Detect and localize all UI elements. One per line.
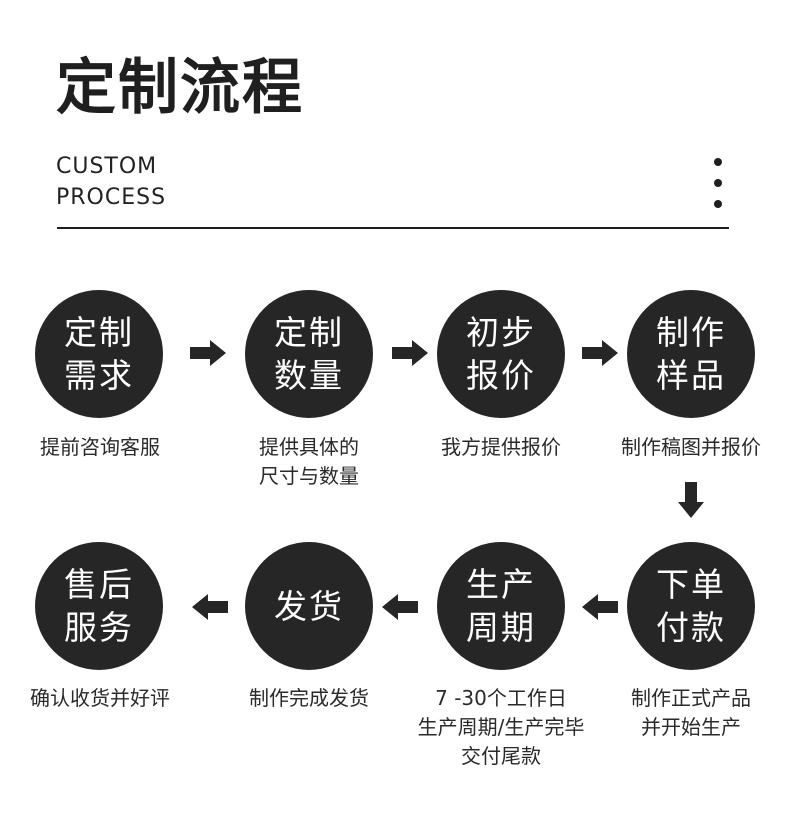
- step-circle-initial-quote: 初步 报价: [437, 290, 565, 418]
- step-circle-production-cycle: 生产 周期: [437, 542, 565, 670]
- step-label-line2: 报价: [466, 356, 536, 395]
- step-label-line2: 周期: [466, 608, 536, 647]
- step-description-custom-demand: 提前咨询客服: [0, 433, 200, 462]
- step-circle-shipping: 发货: [245, 542, 373, 670]
- step-label-line2: 数量: [274, 356, 344, 395]
- right-arrow-icon: [392, 340, 428, 366]
- step-label-line2: 服务: [64, 608, 134, 647]
- left-arrow-icon: [382, 594, 418, 620]
- step-description-initial-quote: 我方提供报价: [401, 433, 601, 462]
- step-circle-make-sample: 制作 样品: [627, 290, 755, 418]
- right-arrow-icon: [582, 340, 618, 366]
- step-label-line1: 下单: [656, 565, 726, 604]
- vertical-dots-icon: [714, 158, 726, 221]
- step-label-line1: 售后: [64, 565, 134, 604]
- step-circle-custom-quantity: 定制 数量: [245, 290, 373, 418]
- description-line: 并开始生产: [641, 715, 741, 739]
- description-line: 制作稿图并报价: [621, 435, 761, 459]
- page-title: 定制流程: [56, 53, 304, 123]
- step-label-line2: 样品: [656, 356, 726, 395]
- step-description-production-cycle: 7 -30个工作日 生产周期/生产完毕 交付尾款: [401, 684, 601, 771]
- down-arrow-icon: [678, 482, 704, 518]
- description-line: 制作完成发货: [249, 686, 369, 710]
- description-line: 提供具体的: [259, 435, 359, 459]
- step-circle-custom-demand: 定制 需求: [35, 290, 163, 418]
- step-label-line1: 定制: [274, 313, 344, 352]
- step-label-line2: 需求: [64, 356, 134, 395]
- description-line: 生产周期/生产完毕: [417, 715, 585, 739]
- step-description-shipping: 制作完成发货: [209, 684, 409, 713]
- step-description-custom-quantity: 提供具体的 尺寸与数量: [209, 433, 409, 491]
- left-arrow-icon: [192, 594, 228, 620]
- step-label-line1: 初步: [466, 313, 536, 352]
- step-label-line1: 生产: [466, 565, 536, 604]
- step-circle-order-payment: 下单 付款: [627, 542, 755, 670]
- step-circle-after-sales: 售后 服务: [35, 542, 163, 670]
- step-description-make-sample: 制作稿图并报价: [591, 433, 790, 462]
- step-label-line1: 定制: [64, 313, 134, 352]
- step-label-line2: 付款: [656, 608, 726, 647]
- subtitle-line1: CUSTOM: [56, 154, 158, 179]
- description-line: 我方提供报价: [441, 435, 561, 459]
- description-line: 7 -30个工作日: [435, 686, 567, 710]
- right-arrow-icon: [190, 340, 226, 366]
- description-line: 制作正式产品: [631, 686, 751, 710]
- description-line: 尺寸与数量: [259, 464, 359, 488]
- step-label-line1: 发货: [274, 586, 344, 626]
- description-line: 确认收货并好评: [30, 686, 170, 710]
- step-description-after-sales: 确认收货并好评: [0, 684, 200, 713]
- description-line: 交付尾款: [461, 744, 541, 768]
- left-arrow-icon: [582, 594, 618, 620]
- description-line: 提前咨询客服: [40, 435, 160, 459]
- header-divider: [57, 227, 729, 229]
- step-label-line1: 制作: [656, 313, 726, 352]
- step-description-order-payment: 制作正式产品 并开始生产: [591, 684, 790, 742]
- subtitle-line2: PROCESS: [56, 185, 167, 210]
